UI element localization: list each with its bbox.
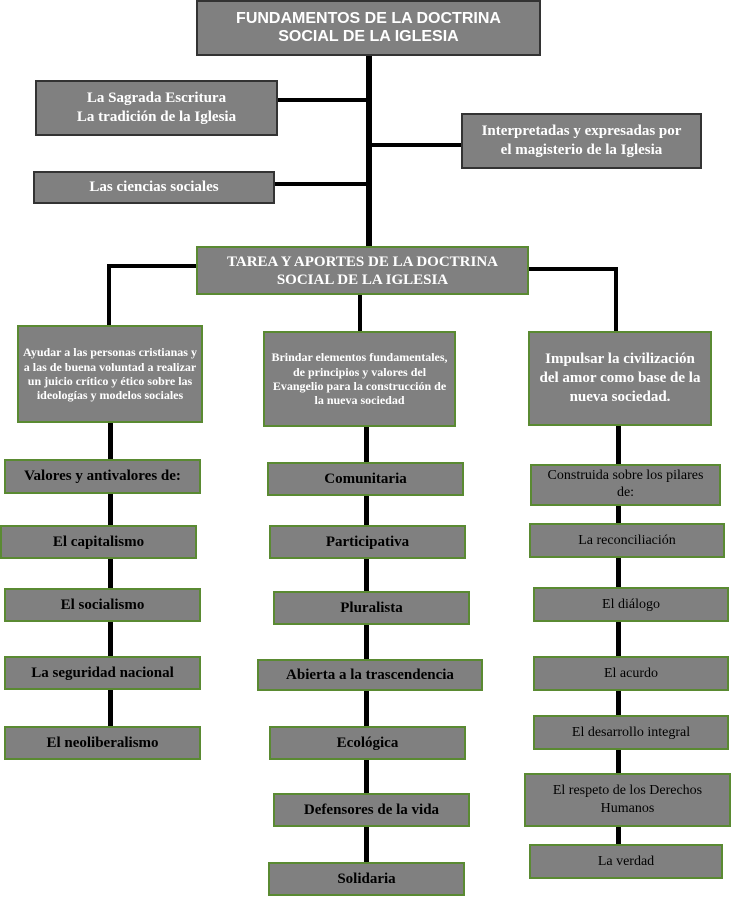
social-sciences-label: Las ciencias sociales <box>89 179 219 196</box>
left-column-header-text: Ayudar a las personas cristianas y a las… <box>23 345 197 403</box>
left-item-seguridad-nacional: La seguridad nacional <box>4 656 201 690</box>
task-line2: SOCIAL DE LA IGLESIA <box>276 271 449 288</box>
connector-scripture <box>278 98 368 102</box>
title-box: FUNDAMENTOS DE LA DOCTRINA SOCIAL DE LA … <box>196 0 541 56</box>
left-column-header: Ayudar a las personas cristianas y a las… <box>17 325 203 423</box>
middle-item-label: Comunitaria <box>324 470 407 487</box>
connector-magisterium <box>370 143 462 147</box>
magisterium-label-line2: el magisterio de la Iglesia <box>500 142 663 158</box>
right-item-reconciliacion: La reconciliación <box>529 523 725 558</box>
magisterium-label-line1: Interpretadas y expresadas por <box>481 123 682 140</box>
middle-item-trascendencia: Abierta a la trascendencia <box>257 659 483 691</box>
magisterium-box: Interpretadas y expresadas por el magist… <box>461 113 702 169</box>
connector-social-sciences <box>275 182 368 186</box>
middle-item-solidaria: Solidaria <box>268 862 465 896</box>
middle-column-header: Brindar elementos fundamentales, de prin… <box>263 331 456 427</box>
middle-column-header-text: Brindar elementos fundamentales, de prin… <box>271 350 448 408</box>
scripture-label: La Sagrada Escritura <box>86 90 227 107</box>
right-item-dialogo: El diálogo <box>533 587 729 622</box>
middle-item-label: Pluralista <box>340 599 403 616</box>
connector-task-right-down <box>614 267 618 332</box>
middle-item-label: Abierta a la trascendencia <box>286 666 454 683</box>
left-item-label: El socialismo <box>60 596 145 613</box>
title-line2: SOCIAL DE LA IGLESIA <box>278 28 459 45</box>
right-item-label: El acurdo <box>603 665 659 681</box>
connector-middle-column <box>364 427 369 865</box>
right-column-subheader: Construida sobre los pilares de: <box>530 464 721 506</box>
left-item-label: El capitalismo <box>52 533 145 550</box>
right-item-label: El diálogo <box>602 596 660 612</box>
right-item-label: El desarrollo integral <box>571 724 691 740</box>
right-item-verdad: La verdad <box>529 844 723 879</box>
right-item-desarrollo-integral: El desarrollo integral <box>533 715 729 750</box>
tradition-label: La tradición de la Iglesia <box>76 109 237 125</box>
connector-task-right <box>528 267 618 271</box>
right-subheader-label: Construida sobre los pilares de: <box>547 468 704 500</box>
middle-item-comunitaria: Comunitaria <box>267 462 464 496</box>
middle-item-participativa: Participativa <box>269 525 466 559</box>
right-item-label: La verdad <box>597 853 655 869</box>
middle-item-label: Ecológica <box>336 734 399 751</box>
middle-item-label: Defensores de la vida <box>303 801 440 818</box>
left-item-neoliberalismo: El neoliberalismo <box>4 726 201 760</box>
connector-task-left-down <box>107 264 111 326</box>
left-column-subheader: Valores y antivalores de: <box>4 459 201 494</box>
left-subheader-label: Valores y antivalores de: <box>24 468 181 485</box>
task-line1: TAREA Y APORTES DE LA DOCTRINA <box>226 253 499 270</box>
connector-right-column <box>616 426 621 846</box>
middle-item-pluralista: Pluralista <box>273 591 470 625</box>
left-item-socialismo: El socialismo <box>4 588 201 622</box>
right-item-derechos-humanos: El respeto de los Derechos Humanos <box>524 773 731 827</box>
right-item-label: La reconciliación <box>578 532 676 548</box>
left-item-label: El neoliberalismo <box>46 734 159 751</box>
scripture-tradition-box: La Sagrada Escritura La tradición de la … <box>35 80 278 136</box>
middle-item-defensores-vida: Defensores de la vida <box>273 793 470 827</box>
right-column-header: Impulsar la civilización del amor como b… <box>528 331 712 426</box>
title-line1: FUNDAMENTOS DE LA DOCTRINA <box>236 9 501 27</box>
middle-item-label: Solidaria <box>337 870 396 887</box>
right-item-label: El respeto de los Derechos Humanos <box>552 782 703 816</box>
right-item-acurdo: El acurdo <box>533 656 729 691</box>
middle-item-label: Participativa <box>325 533 410 550</box>
connector-left-column <box>108 423 113 728</box>
left-item-label: La seguridad nacional <box>31 664 174 681</box>
left-item-capitalismo: El capitalismo <box>0 525 197 559</box>
middle-item-ecologica: Ecológica <box>269 726 466 760</box>
right-column-header-text: Impulsar la civilización del amor como b… <box>539 351 701 405</box>
connector-main-trunk <box>366 55 372 248</box>
connector-task-middle-down <box>358 294 362 332</box>
task-box: TAREA Y APORTES DE LA DOCTRINA SOCIAL DE… <box>196 246 529 295</box>
social-sciences-box: Las ciencias sociales <box>33 171 275 204</box>
connector-task-left <box>107 264 197 268</box>
